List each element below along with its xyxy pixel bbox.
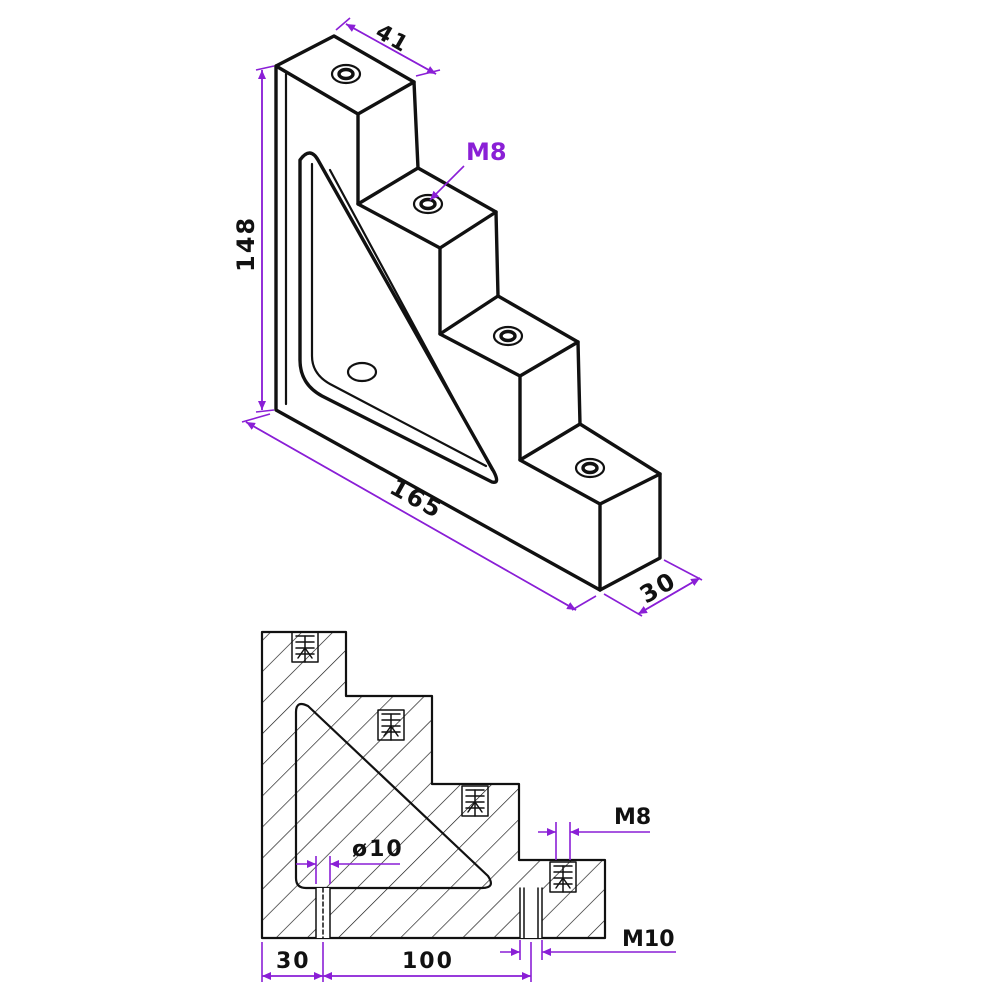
- pocket-diagonal: [328, 168, 494, 472]
- bottom-edge: [274, 408, 602, 592]
- step-2-riser: [494, 210, 500, 298]
- dim-30-section: 30: [261, 942, 324, 982]
- end-face: [598, 472, 662, 592]
- section-pocket: [294, 702, 492, 890]
- callout-m10-label: M10: [622, 927, 675, 952]
- section-thread-1: [291, 631, 319, 663]
- dim-100-label: 100: [402, 949, 454, 974]
- step-1-riser: [412, 80, 420, 170]
- section-view: ø10 M8 M10 30 10: [260, 630, 676, 982]
- section-hole-10: [315, 887, 331, 939]
- dim-30-iso: 30: [603, 559, 703, 617]
- callout-m8-section: M8: [538, 805, 651, 860]
- top-hole-4: [574, 457, 606, 479]
- dim-41-label: 41: [371, 20, 413, 59]
- dim-148: 148: [232, 65, 275, 413]
- dim-165-label: 165: [385, 473, 448, 525]
- section-thread-2: [377, 709, 405, 741]
- callout-hole-10-label: ø10: [352, 837, 404, 862]
- pocket-hole: [346, 361, 378, 383]
- dim-148-label: 148: [232, 216, 260, 272]
- section-outline: [260, 630, 607, 940]
- callout-m8-section-label: M8: [614, 805, 651, 830]
- dim-30-section-label: 30: [276, 949, 311, 974]
- step-3-riser: [576, 340, 582, 426]
- callout-hole-10: ø10: [296, 837, 404, 884]
- callout-m10: M10: [500, 927, 676, 960]
- dim-100: 100: [323, 942, 532, 982]
- pocket-outline: [298, 151, 499, 484]
- step-2-top: [438, 294, 580, 378]
- callout-m8-iso: M8: [429, 138, 507, 201]
- dim-30-iso-label: 30: [635, 566, 681, 609]
- isometric-view: 41 M8 148 165 30: [232, 17, 703, 617]
- step-3-top: [518, 422, 662, 506]
- top-hole-3: [492, 325, 524, 347]
- top-hole-1: [330, 63, 362, 85]
- pocket-inner-wall: [310, 162, 488, 468]
- section-thread-4: [549, 861, 577, 893]
- step-1-top: [356, 166, 498, 250]
- callout-m8-iso-label: M8: [466, 138, 507, 166]
- section-thread-m10: [519, 887, 543, 939]
- bracket-top-outline: [274, 34, 416, 116]
- section-thread-3: [461, 785, 489, 817]
- top-hole-2: [412, 193, 444, 215]
